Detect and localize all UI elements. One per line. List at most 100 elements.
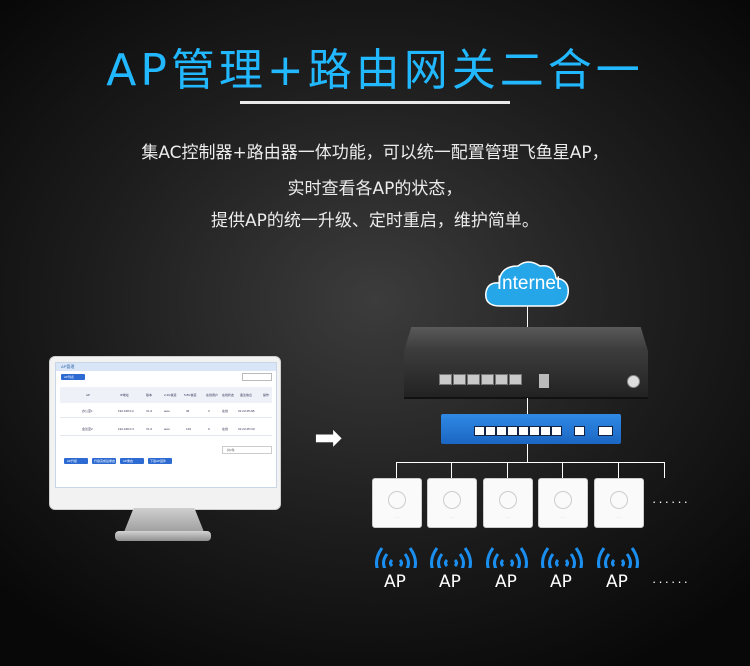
table-cell: 办公室1 [82, 409, 93, 413]
ap-brand: ····· [449, 515, 455, 519]
access-point: ····· [538, 478, 588, 528]
router-port [453, 374, 466, 385]
cloud-label: Internet [496, 273, 562, 294]
screen-table-header: AP IP地址 版本 2.4G信道 5.8G信道 在线用户 在线状态 备注信息 … [60, 387, 272, 403]
table-cell: 3 [208, 409, 210, 413]
access-point: ····· [372, 478, 422, 528]
ap-label: AP [384, 572, 406, 592]
switch-port [574, 426, 585, 436]
column-header: 在线状态 [222, 393, 235, 397]
access-point: ····· [427, 478, 477, 528]
switch-port [518, 426, 529, 436]
button-label: 下载AP固件 [150, 459, 167, 463]
access-point: ····· [483, 478, 533, 528]
router-port [495, 374, 508, 385]
router-top [404, 327, 648, 351]
column-header: AP [86, 393, 91, 397]
table-cell: V1.0 [146, 409, 153, 413]
power-jack-icon [539, 374, 549, 388]
monitor-chin [55, 487, 275, 507]
link-switch-tree [527, 444, 528, 462]
table-cell: 会议室2 [82, 427, 93, 431]
ap-led-ring [443, 491, 461, 509]
access-point: ····· [594, 478, 644, 528]
link-tree-drop [664, 462, 665, 478]
switch-port [529, 426, 540, 436]
monitor-screen: AP管理 AP列表 AP IP地址 版本 2.4G信道 5.8G信道 在线用户 … [55, 362, 277, 488]
wifi-icon [597, 547, 639, 568]
table-cell: auto [164, 409, 170, 413]
table-cell: 在线 [222, 427, 229, 431]
ap-led-ring [388, 491, 406, 509]
monitor: AP管理 AP列表 AP IP地址 版本 2.4G信道 5.8G信道 在线用户 … [49, 356, 281, 510]
link-cloud-router [527, 306, 528, 328]
title-underline [240, 101, 510, 104]
screen-tab[interactable]: AP列表 [61, 374, 85, 380]
table-cell: 149 [186, 427, 192, 431]
ap-label: AP [495, 572, 517, 592]
description-line-1: 集AC控制器+路由器一体功能，可以统一配置管理飞鱼星AP， [141, 143, 609, 163]
switch-port [496, 426, 507, 436]
screen-search-input[interactable] [242, 373, 272, 381]
page-title: AP管理+路由网关二合一 [106, 45, 644, 96]
table-cell: V1.0 [146, 427, 153, 431]
switch-port [507, 426, 518, 436]
button-label: 升级完成后重启 [94, 459, 116, 463]
ap-brand: ····· [560, 515, 566, 519]
link-tree-bus [396, 462, 664, 463]
router-port [467, 374, 480, 385]
table-cell: 0 [208, 427, 210, 431]
switch-port [474, 426, 485, 436]
table-cell: 36 [186, 409, 190, 413]
ap-label: AP [606, 572, 628, 592]
table-cell: auto [164, 427, 170, 431]
column-header: 在线用户 [206, 393, 219, 397]
ap-reboot-button[interactable]: AP重启 [120, 458, 144, 464]
ap-brand: ····· [616, 515, 622, 519]
column-header: 备注信息 [240, 393, 253, 397]
table-cell: 192.168.0.3 [118, 427, 134, 431]
ap-label: AP [439, 572, 461, 592]
ap-ellipsis-top: ······ [652, 494, 690, 509]
ap-label: AP [550, 572, 572, 592]
button-label: AP重启 [123, 459, 134, 463]
ap-upgrade-button[interactable]: AP升级 [64, 458, 88, 464]
link-tree-drop [396, 462, 397, 478]
wifi-icon [541, 547, 583, 568]
screen-window-title: AP管理 [61, 364, 75, 369]
ap-led-ring [610, 491, 628, 509]
ap-ellipsis-bottom: ······ [652, 574, 690, 589]
screen-pagination[interactable]: 共2条 [222, 446, 272, 454]
link-tree-drop [507, 462, 508, 478]
ap-brand: ····· [505, 515, 511, 519]
table-row[interactable]: 会议室2 192.168.0.3 V1.0 auto 149 0 在线 01:2… [60, 423, 272, 436]
reset-knob-icon [627, 375, 640, 388]
screen-titlebar [56, 363, 276, 371]
table-row[interactable]: 办公室1 192.168.0.2 V1.0 auto 36 3 在线 01:23… [60, 405, 272, 418]
column-header: IP地址 [120, 393, 129, 397]
column-header: 操作 [263, 393, 270, 397]
ap-led-ring [499, 491, 517, 509]
link-router-switch [527, 398, 528, 414]
arrow-right-icon: ➡ [314, 419, 343, 457]
reboot-after-upgrade-button[interactable]: 升级完成后重启 [92, 458, 116, 464]
column-header: 版本 [146, 393, 153, 397]
column-header: 5.8G信道 [184, 393, 197, 397]
router-port [439, 374, 452, 385]
switch-port [551, 426, 562, 436]
pagination-label: 共2条 [227, 448, 235, 452]
table-cell: 在线 [222, 409, 229, 413]
switch-port [540, 426, 551, 436]
column-header: 2.4G信道 [164, 393, 177, 397]
download-firmware-button[interactable]: 下载AP固件 [148, 458, 172, 464]
table-cell: 192.168.0.2 [118, 409, 134, 413]
description-line-2: 实时查看各AP的状态， [287, 179, 463, 199]
screen-tab-label: AP列表 [64, 375, 75, 379]
link-tree-drop [562, 462, 563, 478]
button-label: AP升级 [67, 459, 78, 463]
switch-port [598, 426, 613, 436]
switch-port [485, 426, 496, 436]
monitor-base [115, 531, 211, 541]
table-cell: 01:23:45:AB [238, 409, 255, 413]
ap-led-ring [554, 491, 572, 509]
